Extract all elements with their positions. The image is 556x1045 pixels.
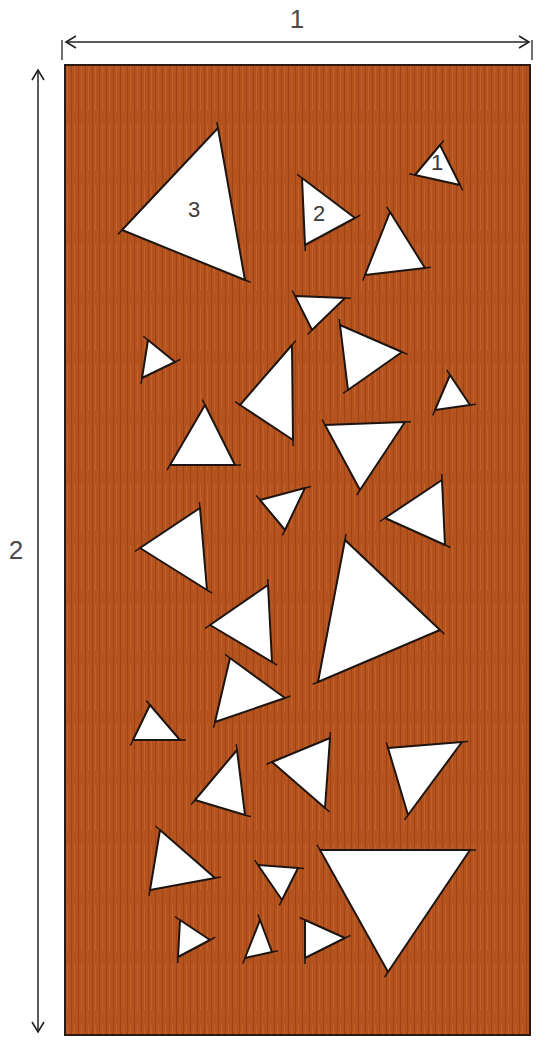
triangle-outline [302,178,355,245]
triangle-cutout [210,585,272,662]
triangle-cutout [415,145,460,185]
triangle-cutout [388,742,462,815]
width-label: 1 [288,6,306,32]
triangle-cutout [215,658,285,722]
triangle-cutout [240,345,293,440]
triangle-cutout [325,422,405,490]
triangle-cutout [245,920,272,958]
triangle-cutout [260,488,305,530]
width-dimension [66,41,529,43]
numbered-cutout: 2 [302,178,355,245]
triangle-cutout [195,750,245,815]
triangle-cutout [365,212,425,275]
callout-number: 3 [188,199,200,221]
triangle-cutout [258,865,298,900]
callout-number: 1 [431,152,443,174]
height-dimension [37,70,39,1032]
height-label: 2 [7,537,25,563]
triangle-cutout [133,705,180,740]
callout-number: 2 [313,203,325,225]
triangle-cutout [272,738,330,808]
triangle-cutout [150,830,215,890]
triangle-cutout [340,325,402,390]
triangle-cutout [170,405,235,465]
triangle-cutouts [130,207,476,977]
triangle-cutout [435,375,470,410]
steel-panel [65,65,530,1035]
triangle-outline [122,128,245,280]
numbered-cutout: 3 [122,128,245,280]
triangle-cutout [305,920,345,958]
triangle-cutout [142,340,175,378]
triangle-cutout [122,128,245,280]
triangle-cutout [302,178,355,245]
triangle-cutout [178,920,210,957]
numbered-cutout: 1 [415,145,460,185]
triangle-cutout [318,540,440,682]
triangle-cutout [295,296,345,330]
triangle-cutout [385,480,445,545]
triangle-cutout [140,508,207,590]
triangle-cutout [320,850,470,972]
